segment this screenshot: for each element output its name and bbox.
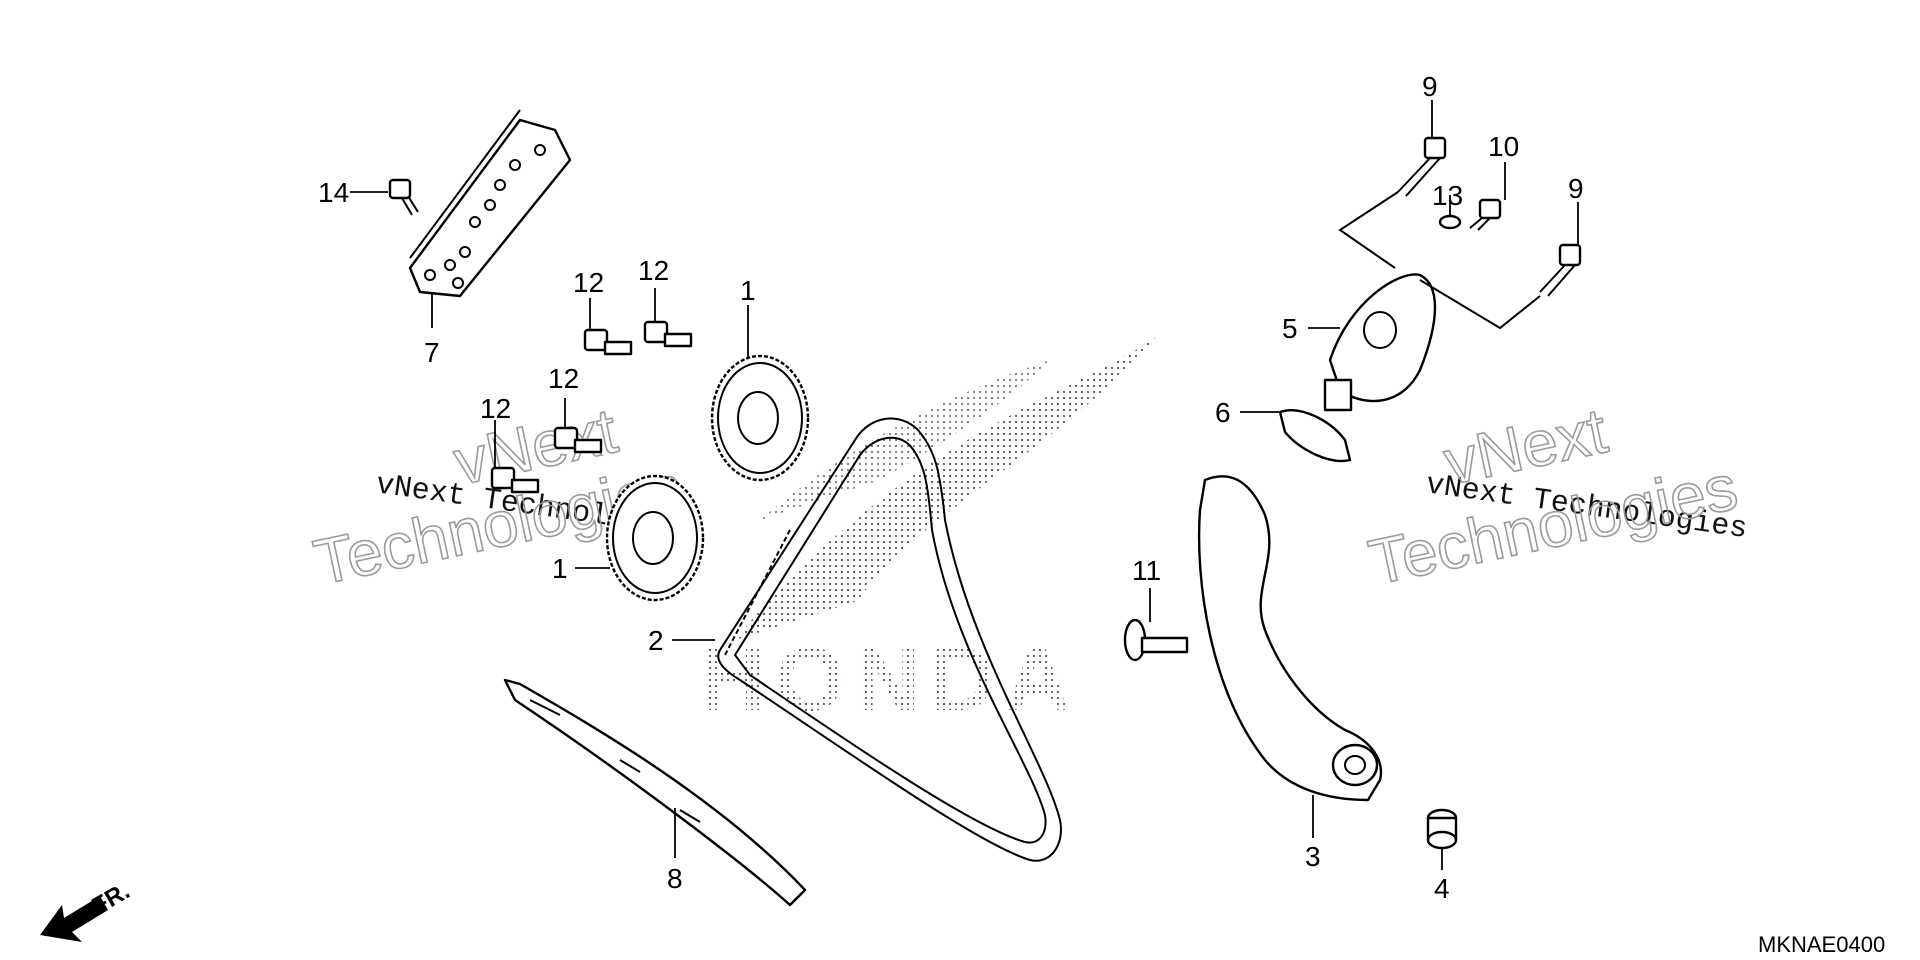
part-6-gasket <box>1278 409 1352 463</box>
part-12-bolt-d <box>490 466 540 494</box>
part-5-tensioner-lifter <box>1323 273 1437 412</box>
callout-10: 10 <box>1488 131 1519 162</box>
part-3-tensioner-arm <box>1197 475 1383 802</box>
part-12-bolt-a <box>583 328 633 356</box>
callout-3: 3 <box>1305 841 1321 872</box>
front-arrow-icon <box>40 896 108 942</box>
part-10-bolt <box>1469 198 1502 231</box>
part-11-bolt <box>1123 618 1189 662</box>
callout-1-lower: 1 <box>552 553 568 584</box>
callout-9-b: 9 <box>1568 173 1584 204</box>
watermark-right: vNext Technologies vNext Technologies <box>1362 393 1749 599</box>
callout-2: 2 <box>648 625 664 656</box>
callout-8: 8 <box>667 863 683 894</box>
part-14-bolt <box>388 178 419 216</box>
part-2-cam-chain <box>717 417 1062 862</box>
callout-labels: 14 7 12 12 12 12 1 1 2 8 9 10 13 9 5 6 1… <box>318 71 1584 904</box>
honda-logo-text: HONDA <box>700 630 1080 730</box>
callout-12-d: 12 <box>480 393 511 424</box>
diagram-code: MKNAE0400 <box>1758 932 1885 957</box>
part-12-bolt-c <box>553 426 603 454</box>
part-1-sprocket-upper <box>710 354 810 482</box>
part-9-bolt-a <box>1397 136 1447 197</box>
front-direction-indicator: FR. <box>40 877 134 942</box>
callout-14: 14 <box>318 177 349 208</box>
part-9-bolt-b <box>1539 243 1582 297</box>
callout-9-a: 9 <box>1422 71 1438 102</box>
part-7-bracket <box>408 109 572 298</box>
callout-6: 6 <box>1215 397 1231 428</box>
part-13-washer <box>1438 214 1462 230</box>
part-4-collar <box>1426 808 1458 850</box>
callout-4: 4 <box>1434 873 1450 904</box>
callout-1-upper: 1 <box>740 275 756 306</box>
part-1-sprocket-lower <box>605 474 705 602</box>
assembly-lines <box>1338 191 1541 330</box>
part-8-chain-guide <box>503 678 807 907</box>
callout-13: 13 <box>1432 180 1463 211</box>
callout-5: 5 <box>1282 313 1298 344</box>
callout-7: 7 <box>424 337 440 368</box>
callout-12-b: 12 <box>638 255 669 286</box>
callout-12-a: 12 <box>573 267 604 298</box>
honda-wing-logo: HONDA <box>700 330 1165 730</box>
part-12-bolt-b <box>643 320 693 348</box>
leader-lines <box>350 100 1579 870</box>
callout-11: 11 <box>1132 555 1161 586</box>
callout-12-c: 12 <box>548 363 579 394</box>
